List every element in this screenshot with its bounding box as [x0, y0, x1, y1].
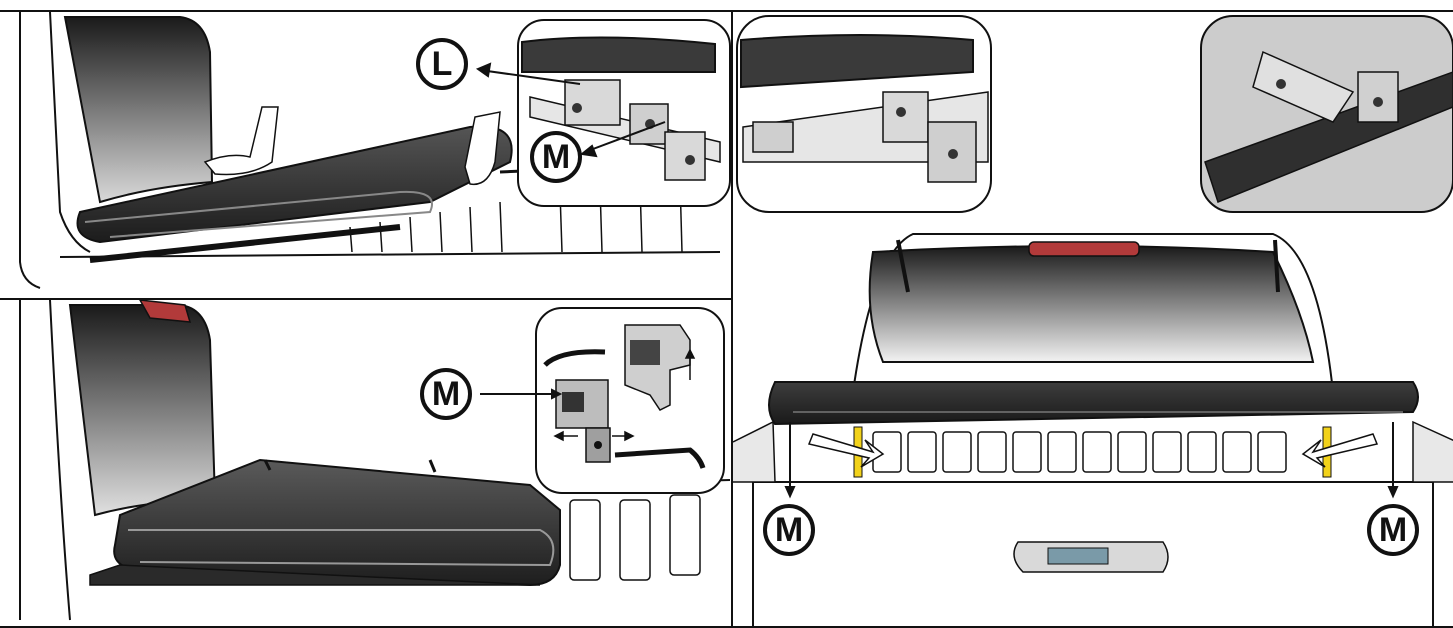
panel-bottom-left: M	[0, 298, 733, 628]
rear-window	[868, 245, 1315, 363]
brake-light	[1028, 241, 1140, 257]
tonneau-cover-icon	[768, 381, 1419, 426]
rear-window	[68, 304, 217, 517]
bottom-left-illustration	[19, 300, 731, 621]
arrow-icon	[475, 62, 666, 158]
panel-right: M M	[731, 10, 1453, 628]
top-left-illustration	[19, 12, 731, 289]
rear-window	[63, 16, 214, 204]
callout-M: M	[763, 504, 815, 556]
brake-light	[139, 300, 192, 323]
tonneau-cover-icon	[76, 125, 513, 263]
tonneau-cover-icon	[89, 458, 561, 587]
callout-M: M	[1367, 504, 1419, 556]
arrow-icon	[1301, 433, 1379, 468]
panel-top-left: L M	[0, 10, 733, 300]
right-illustration	[733, 15, 1453, 626]
arrow-icon	[480, 388, 563, 400]
hand-icon	[464, 111, 501, 186]
hand-icon	[203, 106, 279, 176]
inset-detail-bottom-left	[535, 307, 725, 494]
callout-L: L	[416, 38, 468, 90]
arrow-icon	[784, 422, 1399, 499]
inset-detail-right-left	[736, 15, 992, 213]
callout-M: M	[530, 131, 582, 183]
callout-M: M	[420, 368, 472, 420]
truck-rear	[733, 233, 1453, 626]
inset-detail-right-right	[1200, 15, 1453, 213]
arrow-icon	[807, 433, 885, 468]
